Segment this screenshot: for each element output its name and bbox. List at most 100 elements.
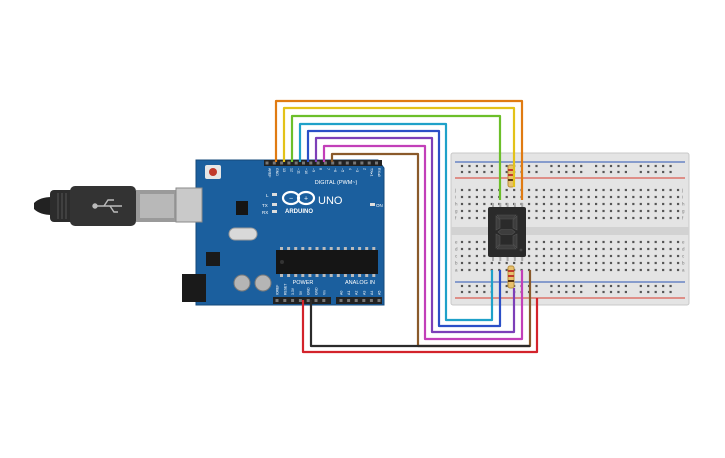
row-letter: e	[682, 240, 685, 245]
header-pin[interactable]	[339, 299, 343, 302]
header-pin[interactable]	[375, 161, 378, 165]
header-pin[interactable]	[287, 161, 291, 165]
wire-yellow[interactable]	[282, 106, 516, 187]
pin-label: ~9	[311, 168, 315, 172]
pin-label: 2	[362, 168, 366, 170]
tx-led	[272, 203, 277, 206]
board-model: UNO	[318, 195, 343, 207]
pin-label: A3	[362, 291, 366, 295]
pin-label: TX▸1	[370, 168, 374, 176]
pin-label: ~10	[304, 168, 308, 174]
usb-b-port	[175, 187, 203, 223]
pin-label: Vin	[322, 290, 326, 295]
wire-black[interactable]	[309, 300, 530, 348]
row-letter: j	[454, 188, 456, 193]
row-letter: j	[681, 188, 683, 193]
header-pin[interactable]	[354, 299, 358, 302]
header-pin[interactable]	[272, 161, 276, 165]
row-letter: f	[455, 216, 457, 221]
l-led	[272, 193, 277, 196]
wire-brown[interactable]	[330, 152, 532, 348]
header-pin[interactable]	[353, 161, 357, 165]
svg-text:+: +	[304, 196, 308, 203]
header-pin[interactable]	[322, 299, 326, 302]
breadboard-center-channel	[451, 227, 689, 235]
header-pin[interactable]	[291, 299, 295, 302]
crystal-oscillator	[228, 227, 258, 241]
resistor-top[interactable]	[507, 164, 515, 188]
pin-label: A0	[340, 291, 344, 295]
header-pin[interactable]	[280, 161, 284, 165]
pin-label: A2	[355, 291, 359, 295]
header-pin[interactable]	[283, 299, 287, 302]
header-pin[interactable]	[309, 161, 313, 165]
row-letter: i	[682, 195, 683, 200]
pin-label: GND	[275, 168, 279, 176]
rx-led-label: RX	[262, 210, 268, 215]
on-led-label: ON	[376, 203, 383, 208]
wire-magenta[interactable]	[322, 144, 524, 341]
wire-blue[interactable]	[306, 129, 502, 328]
header-pin[interactable]	[331, 161, 335, 165]
header-pin[interactable]	[275, 299, 279, 302]
pin-label: GND	[315, 287, 319, 295]
wire-orange[interactable]	[274, 99, 524, 200]
wire-purple[interactable]	[314, 136, 516, 334]
svg-text:−: −	[289, 196, 293, 203]
header-pin[interactable]	[302, 161, 305, 165]
voltage-regulator	[206, 252, 220, 266]
pin-label: GND	[307, 287, 311, 295]
digital-header	[264, 160, 382, 166]
resistor-bottom[interactable]	[507, 265, 515, 289]
header-pin[interactable]	[369, 299, 373, 302]
usb-trident-icon	[92, 199, 122, 213]
row-letter: c	[682, 254, 685, 259]
header-pin[interactable]	[360, 161, 364, 165]
row-letter: f	[682, 216, 684, 221]
row-letter: e	[455, 240, 458, 245]
header-pin[interactable]	[306, 299, 310, 302]
decimal-point	[519, 248, 523, 252]
rx-led	[272, 210, 277, 213]
on-led	[370, 203, 375, 206]
segment-b	[512, 215, 518, 231]
segment-e	[495, 233, 501, 249]
header-pin[interactable]	[362, 299, 366, 302]
analog-label: ANALOG IN	[345, 280, 375, 286]
header-pin[interactable]	[323, 161, 327, 165]
header-pin[interactable]	[377, 299, 381, 302]
header-pin[interactable]	[265, 161, 269, 165]
row-letter: g	[455, 209, 458, 214]
usb-grip-lines	[57, 193, 67, 219]
segment-a	[496, 214, 517, 220]
wire-cyan[interactable]	[298, 122, 494, 322]
wire-green[interactable]	[290, 114, 502, 200]
header-pin[interactable]	[314, 299, 318, 302]
usb-cable[interactable]	[34, 186, 178, 226]
digital-header-pins	[265, 161, 378, 165]
pin-label: A5	[378, 291, 382, 295]
row-letter: g	[682, 209, 685, 214]
header-pin[interactable]	[347, 299, 351, 302]
header-pin[interactable]	[294, 161, 298, 165]
header-pin[interactable]	[367, 161, 371, 165]
pin-label: 5V	[299, 290, 303, 295]
header-pin[interactable]	[298, 299, 302, 302]
header-pin[interactable]	[345, 161, 349, 165]
wire-red[interactable]	[301, 298, 539, 354]
pin-label: A1	[347, 291, 351, 295]
arduino-infinity-logo-icon	[281, 190, 316, 206]
l-led-label: L	[266, 193, 269, 198]
pin-label: 13	[282, 168, 286, 172]
header-pin[interactable]	[316, 161, 320, 165]
row-letter: h	[682, 202, 685, 207]
seven-segment-display[interactable]: 8	[0, 0, 526, 261]
smd-chip	[236, 201, 248, 215]
power-label: POWER	[293, 280, 314, 286]
header-pin[interactable]	[338, 161, 342, 165]
